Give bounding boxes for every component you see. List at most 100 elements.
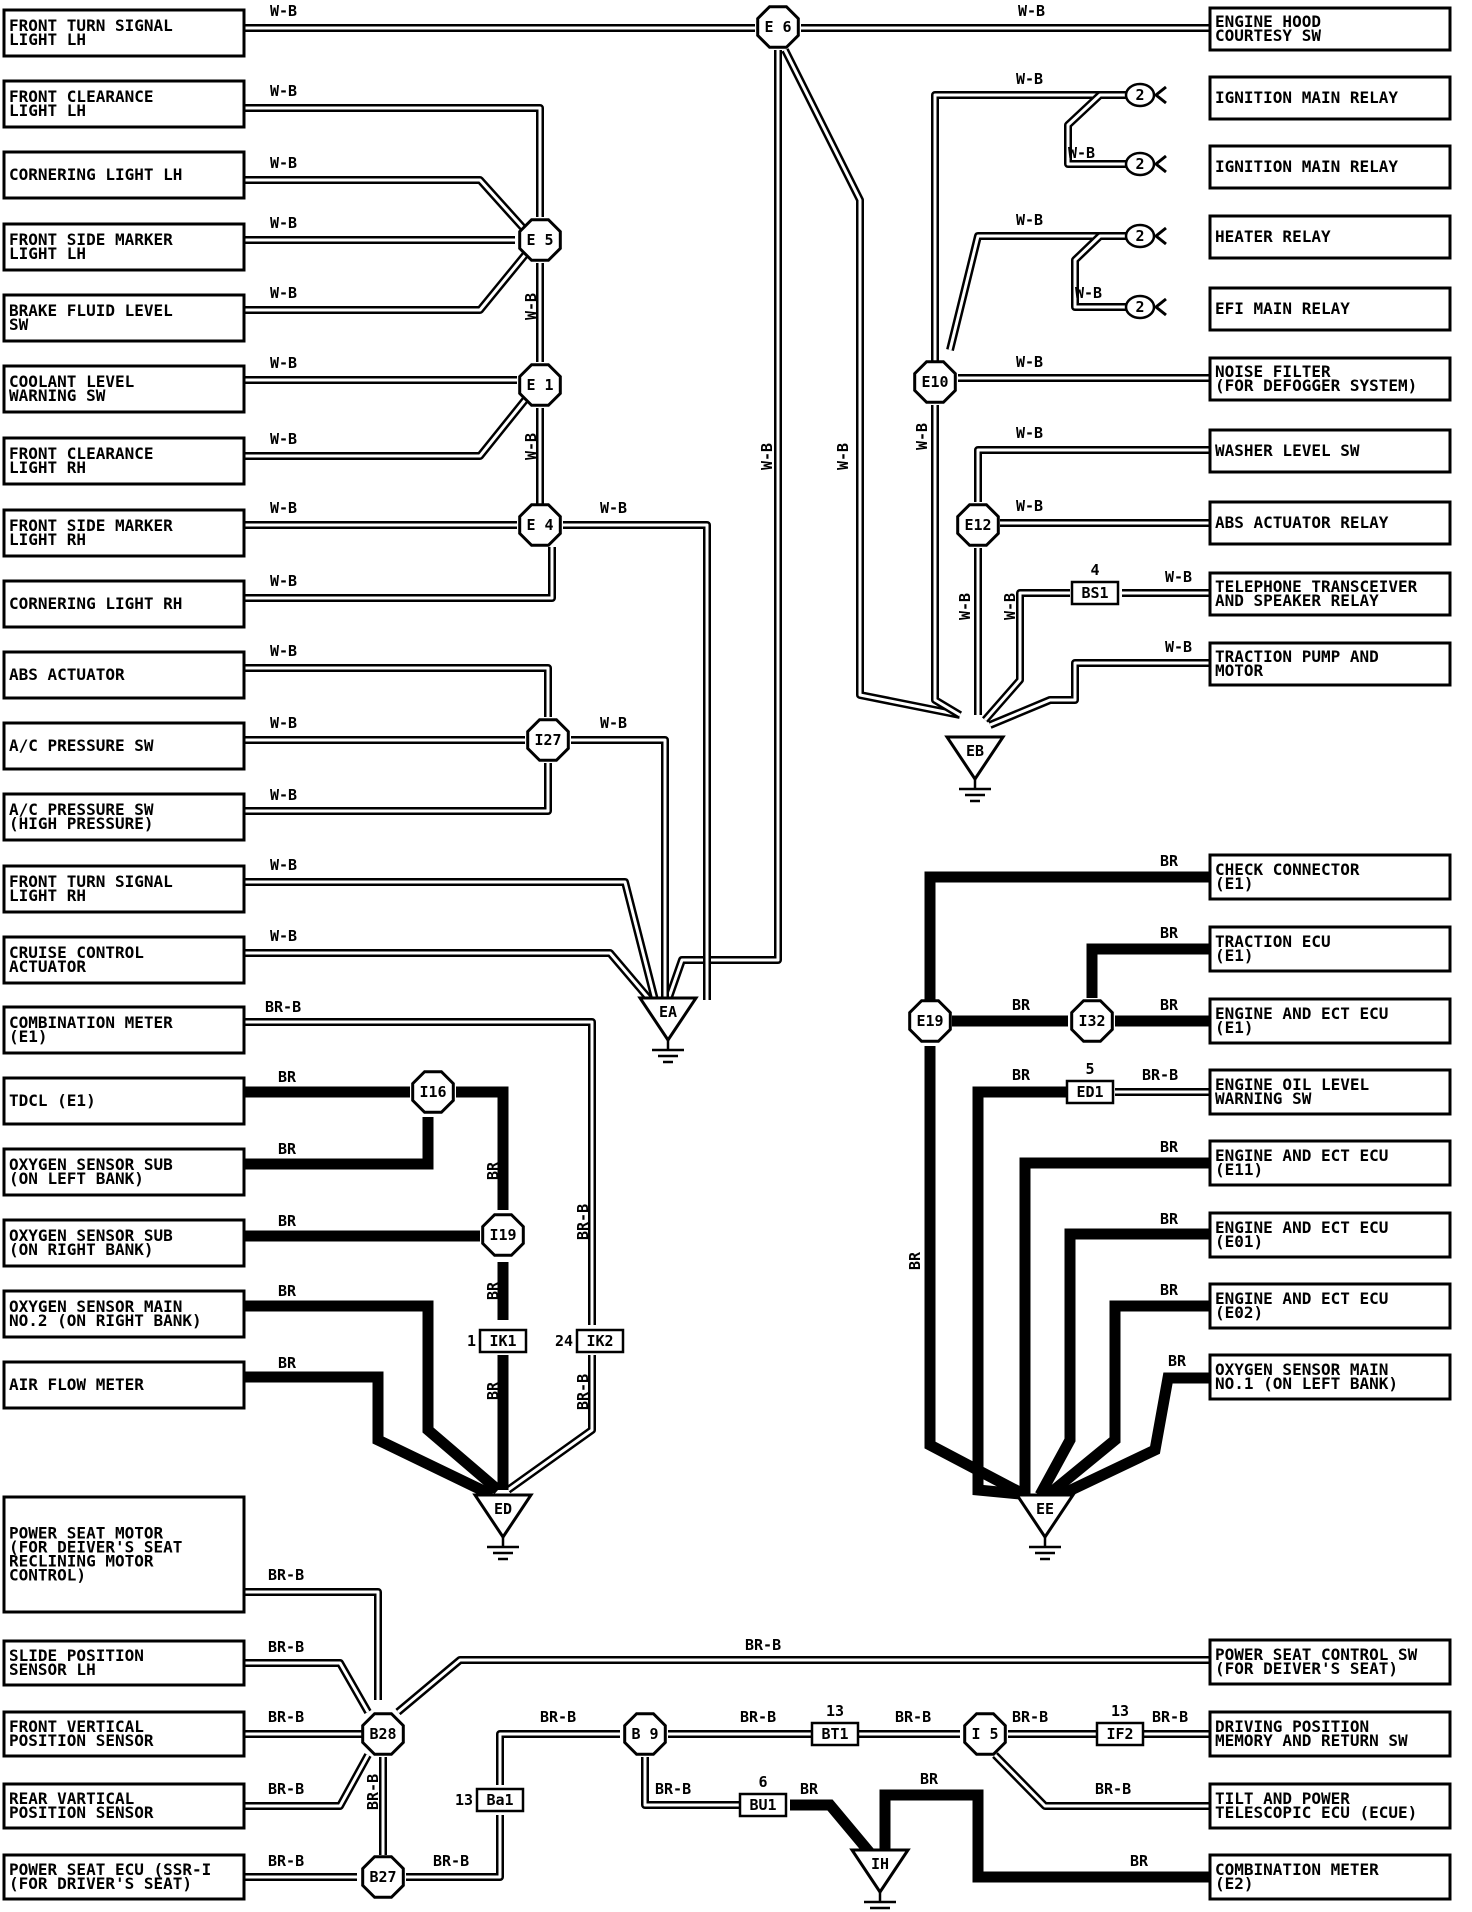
component-label: OXYGEN SENSOR SUB (9, 1226, 173, 1245)
component-label: FRONT SIDE MARKER (9, 516, 173, 535)
component-label: AND SPEAKER RELAY (1215, 591, 1379, 610)
component-label: (E1) (1215, 1018, 1254, 1037)
component-label: COMBINATION METER (1215, 1860, 1379, 1879)
wire-e4-ea-core (563, 523, 709, 1000)
wire-slide-position (244, 1659, 372, 1714)
component-ac-pressure: A/C PRESSURE SW (2, 721, 246, 771)
wire-color-label: W-B (1016, 424, 1043, 442)
component-label: LIGHT RH (9, 886, 86, 905)
component-box (2, 1360, 246, 1410)
component-label: (FOR DEFOGGER SYSTEM) (1215, 376, 1417, 395)
component-label: FRONT CLEARANCE (9, 444, 154, 463)
component-label: IGNITION MAIN RELAY (1215, 157, 1398, 176)
wire-color-label: W-B (270, 430, 297, 448)
connector-box (810, 1721, 860, 1747)
wire-color-label: W-B (270, 499, 297, 517)
component-label: ABS ACTUATOR RELAY (1215, 513, 1389, 532)
junction-label: I32 (1078, 1012, 1105, 1030)
component-box (2, 721, 246, 771)
component-label: (HIGH PRESSURE) (9, 814, 154, 833)
wire-abs-actuator (244, 664, 552, 717)
junction-octagon (361, 1855, 405, 1899)
wire-cornering-rh-core (244, 547, 554, 600)
component-label: OXYGEN SENSOR MAIN (1215, 1360, 1388, 1379)
wire-e19-ee (924, 1046, 1028, 1500)
wire-color-label: BR-B (1152, 1708, 1188, 1726)
component-label: (E1) (1215, 874, 1254, 893)
component-box (2, 1639, 246, 1687)
component-label: SLIDE POSITION (9, 1646, 144, 1665)
component-label: RECLINING MOTOR (9, 1552, 154, 1571)
ground-point-ih: IH (849, 1848, 911, 1910)
component-ign-relay-1: IGNITION MAIN RELAY (1208, 75, 1452, 121)
wire-heater-link-core (1073, 234, 1128, 309)
wire-color-label: W-B (1068, 144, 1095, 162)
component-box (2, 650, 246, 700)
component-washer-level: WASHER LEVEL SW (1208, 428, 1452, 474)
connector-box (575, 1328, 625, 1354)
wire-color-label: BR-B (895, 1708, 931, 1726)
wire-color-label: W-B (1165, 568, 1192, 586)
component-box (1208, 571, 1452, 617)
component-box (2, 579, 246, 629)
wire-ik2-ed-core (507, 1355, 594, 1492)
wire-color-label: W-B (270, 2, 297, 20)
component-eng-ecu-e01: ENGINE AND ECT ECU(E01) (1208, 1211, 1452, 1259)
component-box (2, 1005, 246, 1055)
component-label: DRIVING POSITION (1215, 1717, 1369, 1736)
wire-color-label: W-B (270, 284, 297, 302)
wire-color-label: BR (484, 1161, 502, 1180)
wire-color-label: BR-B (268, 1708, 304, 1726)
component-label: HEATER RELAY (1215, 227, 1331, 246)
junction-e4: E 4 (518, 503, 562, 547)
ground-symbol-icon (959, 779, 991, 803)
wire-bs1-eb-core (983, 591, 1070, 721)
pin-number: 2 (1135, 155, 1144, 173)
wire-ba1-b9 (496, 1730, 620, 1785)
junction-octagon (518, 218, 562, 262)
junction-octagon (913, 360, 957, 404)
component-label: POWER SEAT CONTROL SW (1215, 1645, 1418, 1664)
component-label: IGNITION MAIN RELAY (1215, 88, 1398, 107)
component-label: ENGINE AND ECT ECU (1215, 1218, 1388, 1237)
component-box (1208, 500, 1452, 546)
component-box (2, 8, 246, 58)
junction-e19: E19 (908, 999, 952, 1043)
component-label: WARNING SW (1215, 1089, 1312, 1108)
component-label: COURTESY SW (1215, 26, 1321, 45)
wire-color-label: BR (278, 1068, 297, 1086)
wire-rear-vertical (244, 1753, 372, 1810)
wire-ac-pressure-high-core (244, 763, 550, 813)
component-box (1208, 144, 1452, 190)
component-label: FRONT TURN SIGNAL (9, 872, 173, 891)
wire-color-label: BR (920, 1770, 939, 1788)
junction-label: B27 (369, 1868, 396, 1886)
wire-combo-meter-e1-core (244, 1020, 594, 1325)
component-check-conn: CHECK CONNECTOR(E1) (1208, 853, 1452, 901)
component-box (1208, 641, 1452, 687)
component-box (2, 1782, 246, 1830)
wire-color-label: W-B (600, 499, 627, 517)
junction-octagon (1070, 999, 1114, 1043)
component-label: COOLANT LEVEL (9, 372, 134, 391)
component-label: BRAKE FLUID LEVEL (9, 301, 173, 320)
ground-triangle (1014, 1493, 1076, 1540)
component-label: (FOR DRIVER'S SEAT) (9, 1874, 192, 1893)
ground-point-eb: EB (944, 735, 1006, 803)
wire-color-label: W-B (1016, 211, 1043, 229)
wire-color-label: W-B (270, 572, 297, 590)
connector-pin: 13 (1111, 1702, 1129, 1720)
wire-color-label: BR (278, 1140, 297, 1158)
component-label: (E11) (1215, 1160, 1263, 1179)
connector-box (1065, 1079, 1115, 1105)
wire-cruise-core (244, 951, 652, 1001)
connector-label: IK1 (489, 1332, 516, 1350)
